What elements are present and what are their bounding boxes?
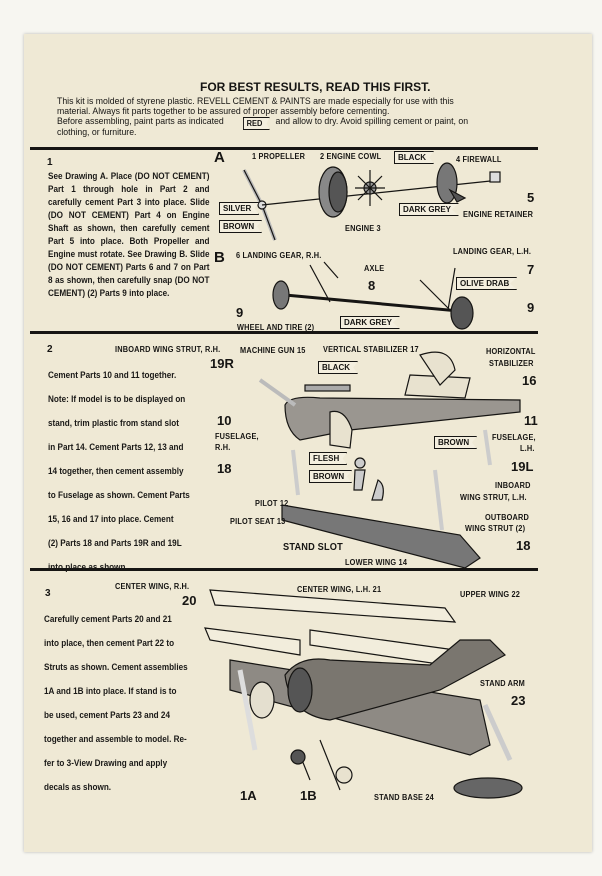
part-label: FUSELAGE,	[215, 432, 259, 441]
part-label: PILOT 12	[255, 499, 289, 508]
part-label: OUTBOARD	[485, 513, 530, 522]
step-number: 3	[45, 588, 51, 599]
part-label: 10	[217, 413, 232, 428]
part-label: 1A	[240, 788, 257, 803]
section-divider	[30, 568, 538, 571]
part-label: WING STRUT (2)	[465, 524, 526, 533]
part-label: 1 PROPELLER	[252, 152, 306, 161]
instruction-sheet	[24, 34, 592, 852]
part-label: R.H.	[215, 443, 231, 452]
section-divider	[30, 331, 538, 334]
part-label: INBOARD	[495, 481, 531, 490]
color-tag-brown: BROWN	[219, 220, 263, 233]
part-label: ENGINE 3	[345, 224, 381, 233]
axle-drawing	[284, 293, 471, 314]
color-tag-flesh: FLESH	[309, 452, 348, 465]
part-label: 18	[516, 538, 531, 553]
horizontal-stabilizer-drawing	[404, 374, 471, 399]
stand-drawing	[453, 703, 523, 799]
part-label: 19R	[210, 356, 234, 371]
step-number: 1	[47, 157, 53, 168]
part-label: CENTER WING, L.H. 21	[297, 585, 382, 594]
part-label: 9	[527, 300, 535, 315]
step-number: 2	[47, 344, 53, 355]
part-label: HORIZONTAL	[486, 347, 536, 356]
part-label: 2 ENGINE COWL	[320, 152, 382, 161]
landing-gear-drawing	[309, 261, 456, 311]
part-label: WING STRUT, L.H.	[460, 493, 527, 502]
part-label: STAND BASE 24	[374, 793, 434, 802]
biplane-drawing	[204, 589, 506, 791]
part-label: LANDING GEAR, L.H.	[453, 247, 532, 256]
section-divider	[30, 147, 538, 150]
part-label: LOWER WING 14	[345, 558, 408, 567]
part-label: WHEEL AND TIRE (2)	[237, 323, 315, 332]
part-label: 20	[182, 593, 197, 608]
engine-retainer-drawing	[489, 171, 501, 183]
part-label: 19L	[511, 459, 534, 474]
part-label: 5	[527, 190, 535, 205]
intro-line: Before assembling, paint parts as indica…	[57, 115, 469, 130]
part-label: L.H.	[520, 444, 535, 453]
part-label: 7	[527, 262, 535, 277]
part-label: ENGINE RETAINER	[463, 210, 534, 219]
part-label: UPPER WING 22	[460, 590, 521, 599]
step2-text: Cement Parts 10 and 11 together.Note: If…	[48, 370, 190, 573]
part-label: 23	[511, 693, 526, 708]
part-label: 18	[217, 461, 232, 476]
intro-line: material. Always fit parts together to b…	[57, 105, 390, 116]
wheel-drawing	[272, 280, 474, 330]
part-label: 9	[236, 305, 244, 320]
part-label: 1B	[300, 788, 317, 803]
drawing-a-label: A	[214, 149, 225, 166]
intro-line: This kit is molded of styrene plastic. R…	[57, 95, 454, 106]
part-label: AXLE	[364, 264, 385, 273]
color-tag-red: RED	[242, 117, 270, 130]
color-tag-black: BLACK	[318, 361, 358, 374]
part-label: INBOARD WING STRUT, R.H.	[115, 345, 221, 354]
pilot-drawing	[353, 457, 384, 501]
firewall-drawing	[436, 162, 467, 204]
page-title: FOR BEST RESULTS, READ THIS FIRST.	[200, 80, 431, 94]
part-label: STAND ARM	[480, 679, 525, 688]
part-label: 4 FIREWALL	[456, 155, 502, 164]
part-label: PILOT SEAT 13	[230, 517, 286, 526]
strut-drawing	[291, 429, 492, 531]
part-label: FUSELAGE,	[492, 433, 536, 442]
intro-line: clothing, or furniture.	[57, 126, 137, 137]
part-label: 6 LANDING GEAR, R.H.	[236, 251, 322, 260]
part-label: MACHINE GUN 15	[240, 346, 306, 355]
machine-gun-drawing	[304, 384, 351, 392]
engine-shaft	[261, 179, 501, 206]
part-label: VERTICAL STABILIZER 17	[323, 345, 419, 354]
part-label: STABILIZER	[489, 359, 534, 368]
part-label: CENTER WING, R.H.	[115, 582, 190, 591]
color-tag-brown: BROWN	[309, 470, 353, 483]
step1-text: See Drawing A. Place (DO NOT CEMENT) Par…	[48, 171, 210, 299]
part-label: 11	[524, 413, 538, 428]
engine-drawing	[355, 170, 385, 206]
intro-text: This kit is molded of styrene plastic. R…	[57, 96, 541, 137]
vertical-stabilizer-drawing	[419, 351, 456, 386]
engine-cowl-drawing	[318, 166, 348, 218]
lower-wing-drawing	[281, 504, 481, 569]
color-tag-dark-grey: DARK GREY	[399, 203, 460, 216]
part-label: 16	[522, 373, 537, 388]
part-label: 8	[368, 278, 376, 293]
color-tag-brown: BROWN	[434, 436, 478, 449]
color-tag-silver: SILVER	[219, 202, 260, 215]
color-tag-black: BLACK	[394, 151, 434, 164]
part-label: STAND SLOT	[283, 542, 343, 553]
color-tag-dark-grey: DARK GREY	[340, 316, 401, 329]
drawing-b-label: B	[214, 249, 225, 266]
color-tag-olive-drab: OLIVE DRAB	[456, 277, 518, 290]
